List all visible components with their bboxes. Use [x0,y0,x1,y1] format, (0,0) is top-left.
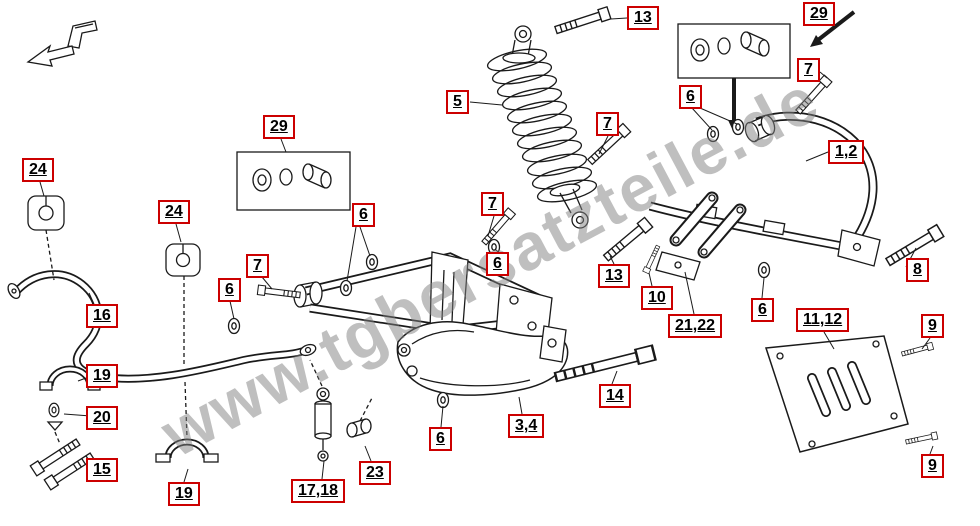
part-label-6-d[interactable]: 6 [486,252,509,276]
part-label-15[interactable]: 15 [86,458,118,482]
skid-plate [764,335,909,453]
part-label-29-a[interactable]: 29 [803,2,835,26]
part-label-7-c[interactable]: 7 [596,112,619,136]
parts-kit-box-left [236,151,351,211]
link-plates [655,191,771,281]
part-label-6-b[interactable]: 6 [352,203,375,227]
part-label-1-2[interactable]: 1,2 [828,140,865,164]
part-label-7-d[interactable]: 7 [246,254,269,278]
part-label-17-18[interactable]: 17,18 [291,479,346,503]
part-label-24-a[interactable]: 24 [22,158,54,182]
part-label-9-b[interactable]: 9 [921,454,944,478]
part-label-6-f[interactable]: 6 [429,427,452,451]
corner-logo [26,20,98,67]
part-label-29-b[interactable]: 29 [263,115,295,139]
part-label-6-c[interactable]: 6 [218,278,241,302]
shock-absorber [486,25,598,229]
part-label-7-a[interactable]: 7 [797,58,820,82]
part-label-24-b[interactable]: 24 [158,200,190,224]
part-label-20[interactable]: 20 [86,406,118,430]
part-label-9-a[interactable]: 9 [921,314,944,338]
part-label-10[interactable]: 10 [641,286,673,310]
part-label-19-a[interactable]: 19 [86,364,118,388]
part-label-6-e[interactable]: 6 [751,298,774,322]
part-label-11-12[interactable]: 11,12 [796,308,850,332]
part-label-13-b[interactable]: 13 [598,264,630,288]
part-label-14[interactable]: 14 [599,384,631,408]
part-label-16[interactable]: 16 [86,304,118,328]
part-label-5[interactable]: 5 [446,90,469,114]
part-label-7-b[interactable]: 7 [481,192,504,216]
stabilizer-bar [7,195,373,463]
part-label-23[interactable]: 23 [359,461,391,485]
part-label-8[interactable]: 8 [906,258,929,282]
part-label-21-22[interactable]: 21,22 [668,314,723,338]
swingarm [227,238,569,409]
part-label-6-a[interactable]: 6 [679,85,702,109]
part-label-19-b[interactable]: 19 [168,482,200,506]
part-label-3-4[interactable]: 3,4 [508,414,545,438]
part-label-13-a[interactable]: 13 [627,6,659,30]
upper-arm-right [648,111,881,267]
parts-kit-box-top [677,23,791,79]
